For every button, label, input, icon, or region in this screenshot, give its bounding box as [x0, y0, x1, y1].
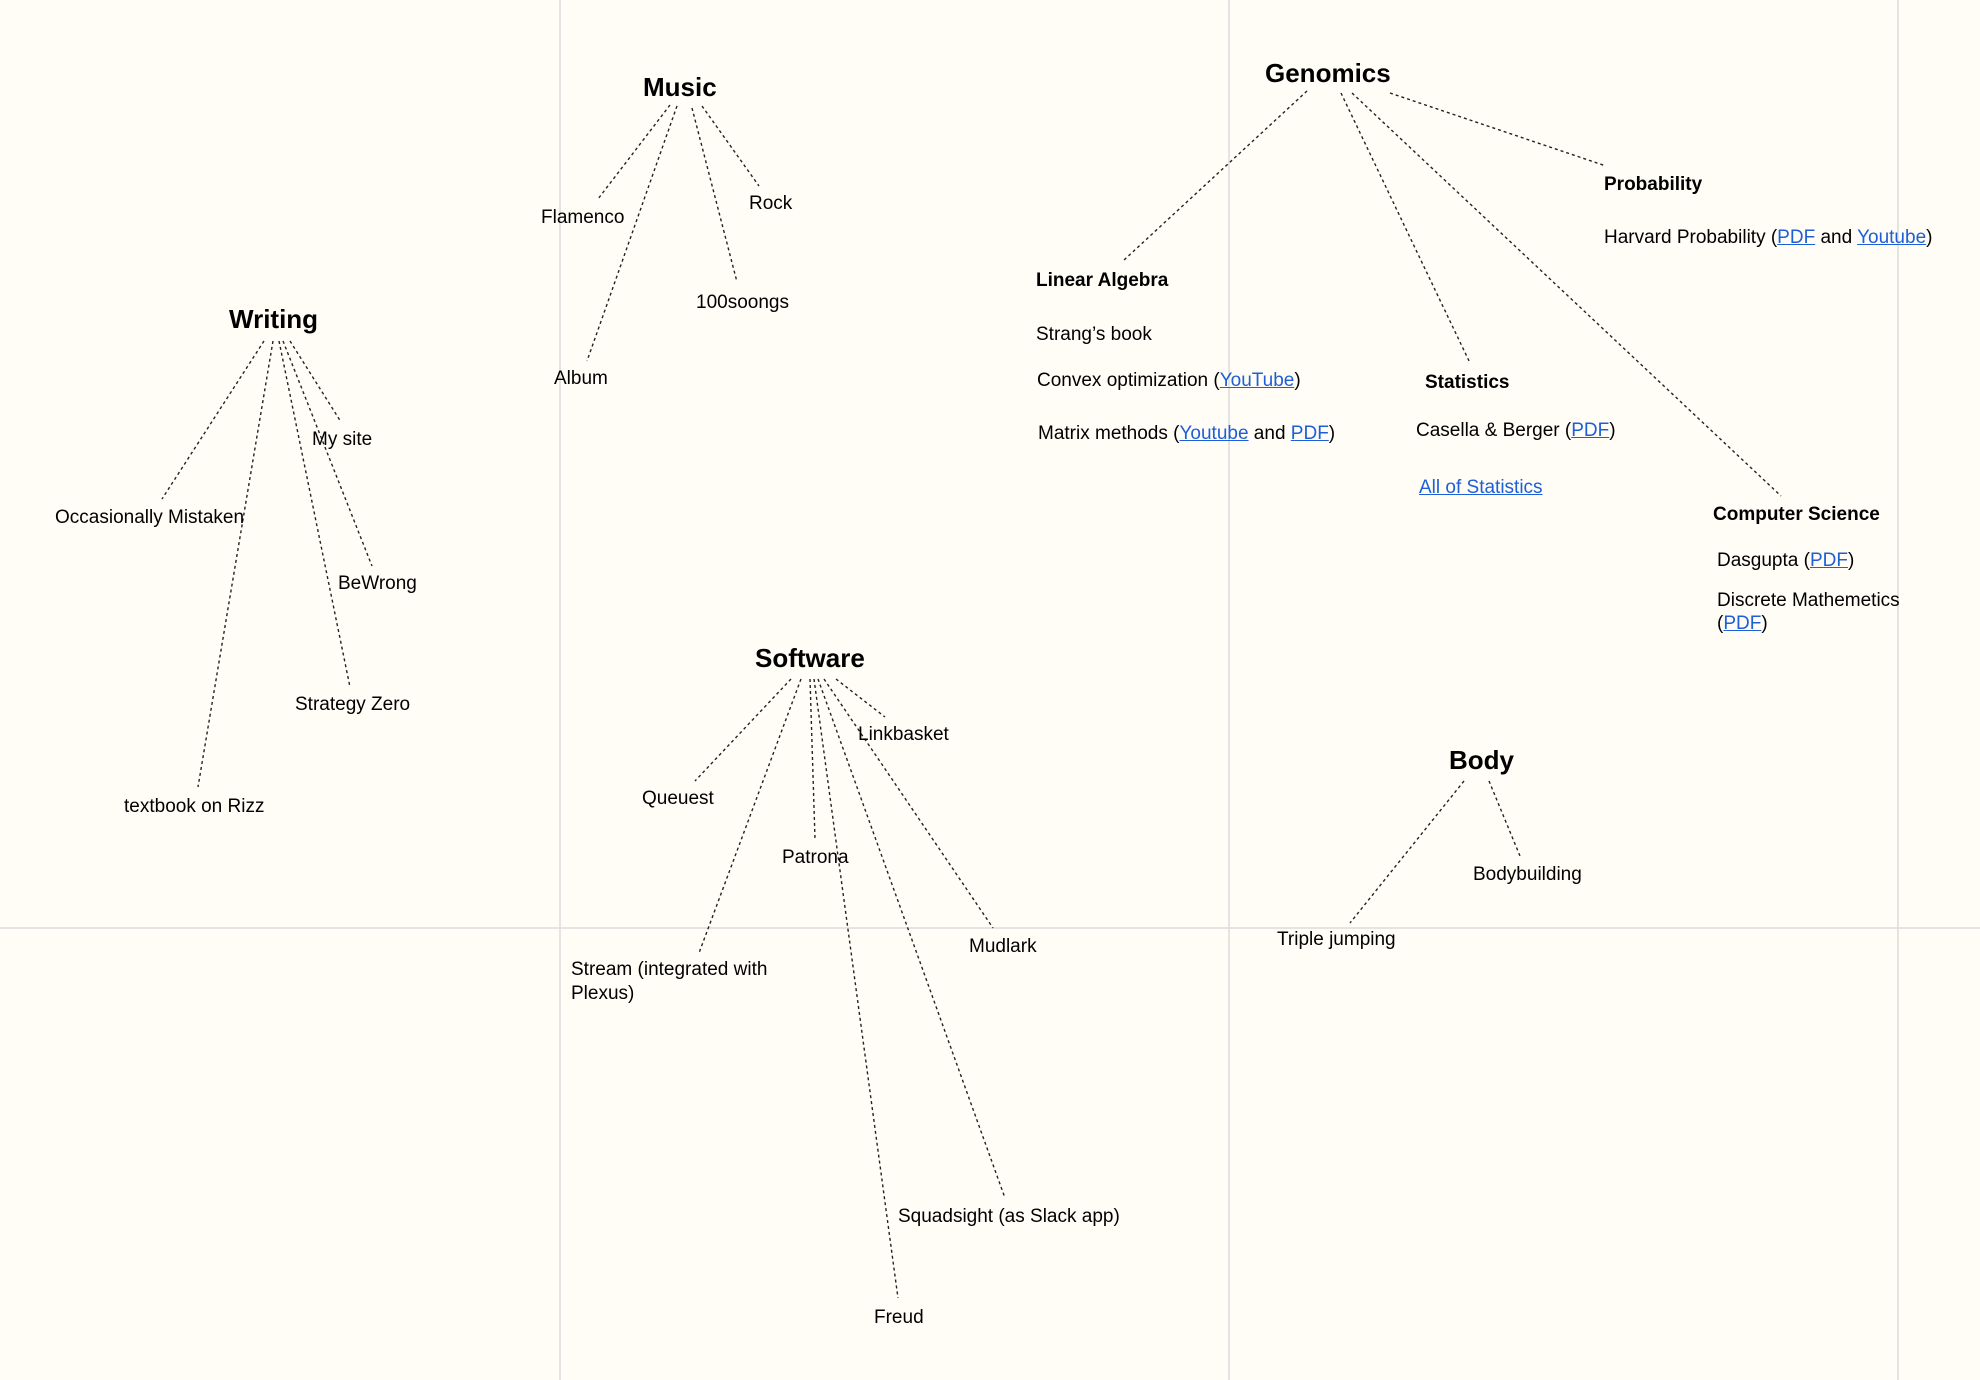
- resource-text: Convex optimization (: [1037, 370, 1220, 391]
- hub-music[interactable]: Music: [643, 72, 717, 102]
- pdf-link[interactable]: PDF: [1777, 227, 1816, 248]
- pdf-link[interactable]: PDF: [1290, 423, 1329, 444]
- resource-text: ): [1847, 550, 1855, 571]
- resource-text: Discrete Mathemetics (: [1717, 590, 1900, 634]
- connector-music-100soongs: [691, 107, 738, 283]
- resource-text: ): [1609, 420, 1616, 441]
- resource-convex-optimization: Convex optimization (YouTube): [1037, 370, 1301, 393]
- resource-text: Dasgupta (: [1717, 550, 1810, 571]
- resource-text: and: [1815, 227, 1858, 248]
- connector-music-rock: [701, 105, 760, 187]
- all-of-statistics-link[interactable]: All of Statistics: [1419, 477, 1543, 498]
- connector-software-squadsight: [817, 678, 1006, 1199]
- resource-text: Matrix methods (: [1038, 423, 1180, 444]
- connector-writing-bewrong: [282, 340, 373, 567]
- connector-writing-occasionally-mistaken: [161, 340, 265, 500]
- node-squadsight[interactable]: Squadsight (as Slack app): [898, 1206, 1120, 1227]
- node-bodybuilding[interactable]: Bodybuilding: [1473, 864, 1582, 885]
- connector-software-freud: [813, 678, 899, 1299]
- subtopic-probability[interactable]: Probability: [1604, 174, 1703, 195]
- connector-software-stream: [698, 678, 802, 954]
- resource-text: ): [1926, 227, 1933, 248]
- node-freud[interactable]: Freud: [874, 1307, 924, 1328]
- node-bewrong[interactable]: BeWrong: [338, 573, 417, 594]
- connector-software-linkbasket: [835, 678, 886, 718]
- resource-harvard-probability: Harvard Probability (PDF and Youtube): [1604, 227, 1932, 250]
- subtopic-computer-science[interactable]: Computer Science: [1713, 504, 1880, 525]
- pdf-link[interactable]: PDF: [1809, 550, 1848, 571]
- connector-genomics-probability: [1389, 92, 1607, 167]
- node-textbook-rizz[interactable]: textbook on Rizz: [124, 796, 265, 817]
- node-stream[interactable]: Stream (integrated with Plexus): [571, 959, 768, 1004]
- connector-writing-textbook-rizz: [197, 340, 274, 788]
- hub-writing[interactable]: Writing: [229, 304, 319, 334]
- connector-music-album: [586, 105, 678, 362]
- node-triple-jumping[interactable]: Triple jumping: [1277, 929, 1396, 950]
- node-linkbasket[interactable]: Linkbasket: [858, 724, 949, 745]
- node-mudlark[interactable]: Mudlark: [969, 936, 1037, 957]
- resource-strangs-book: Strang’s book: [1036, 324, 1152, 345]
- resource-matrix-methods: Matrix methods (Youtube and PDF): [1038, 423, 1335, 446]
- node-queuest[interactable]: Queuest: [642, 788, 714, 809]
- resource-text: ): [1294, 370, 1301, 391]
- connector-genomics-statistics: [1340, 92, 1471, 364]
- node-patrona[interactable]: Patrona: [782, 847, 849, 868]
- connector-writing-my-site: [289, 340, 342, 423]
- resource-dasgupta: Dasgupta (PDF): [1717, 550, 1854, 573]
- pdf-link[interactable]: PDF: [1571, 420, 1610, 441]
- hub-software[interactable]: Software: [755, 643, 865, 673]
- node-100soongs[interactable]: 100soongs: [696, 292, 789, 313]
- node-album[interactable]: Album: [554, 368, 608, 389]
- connector-lines: [161, 90, 1782, 1299]
- connector-genomics-linear-algebra: [1123, 90, 1308, 261]
- resource-text: ): [1761, 612, 1768, 634]
- pdf-link[interactable]: PDF: [1723, 612, 1762, 634]
- resource-casella-berger: Casella & Berger (PDF): [1416, 420, 1616, 443]
- hub-genomics[interactable]: Genomics: [1265, 58, 1391, 88]
- resource-discrete-mathematics: Discrete Mathemetics (PDF): [1717, 590, 1932, 636]
- youtube-link[interactable]: Youtube: [1179, 423, 1249, 444]
- youtube-link[interactable]: YouTube: [1219, 370, 1295, 391]
- connector-genomics-computer-science: [1351, 92, 1782, 497]
- connector-software-queuest: [694, 678, 792, 782]
- node-occasionally-mistaken[interactable]: Occasionally Mistaken: [55, 507, 245, 528]
- resource-text: ): [1328, 423, 1336, 444]
- connector-body-bodybuilding: [1488, 780, 1521, 857]
- connector-software-mudlark: [823, 678, 994, 929]
- youtube-link[interactable]: Youtube: [1857, 227, 1927, 248]
- resource-text: Harvard Probability (: [1604, 227, 1778, 248]
- node-flamenco[interactable]: Flamenco: [541, 207, 625, 228]
- connector-software-patrona: [809, 678, 816, 840]
- connector-body-triple-jumping: [1349, 780, 1465, 924]
- subtopic-statistics[interactable]: Statistics: [1425, 372, 1510, 393]
- node-my-site[interactable]: My site: [312, 429, 373, 450]
- subtopic-linear-algebra[interactable]: Linear Algebra: [1036, 270, 1169, 291]
- node-rock[interactable]: Rock: [749, 193, 793, 214]
- resource-text: Casella & Berger (: [1416, 420, 1572, 441]
- hub-body[interactable]: Body: [1449, 745, 1514, 775]
- resource-all-of-statistics: All of Statistics: [1419, 477, 1543, 500]
- node-strategy-zero[interactable]: Strategy Zero: [295, 694, 411, 715]
- resource-text: and: [1248, 423, 1291, 444]
- connector-music-flamenco: [597, 104, 671, 200]
- connector-writing-strategy-zero: [278, 340, 351, 688]
